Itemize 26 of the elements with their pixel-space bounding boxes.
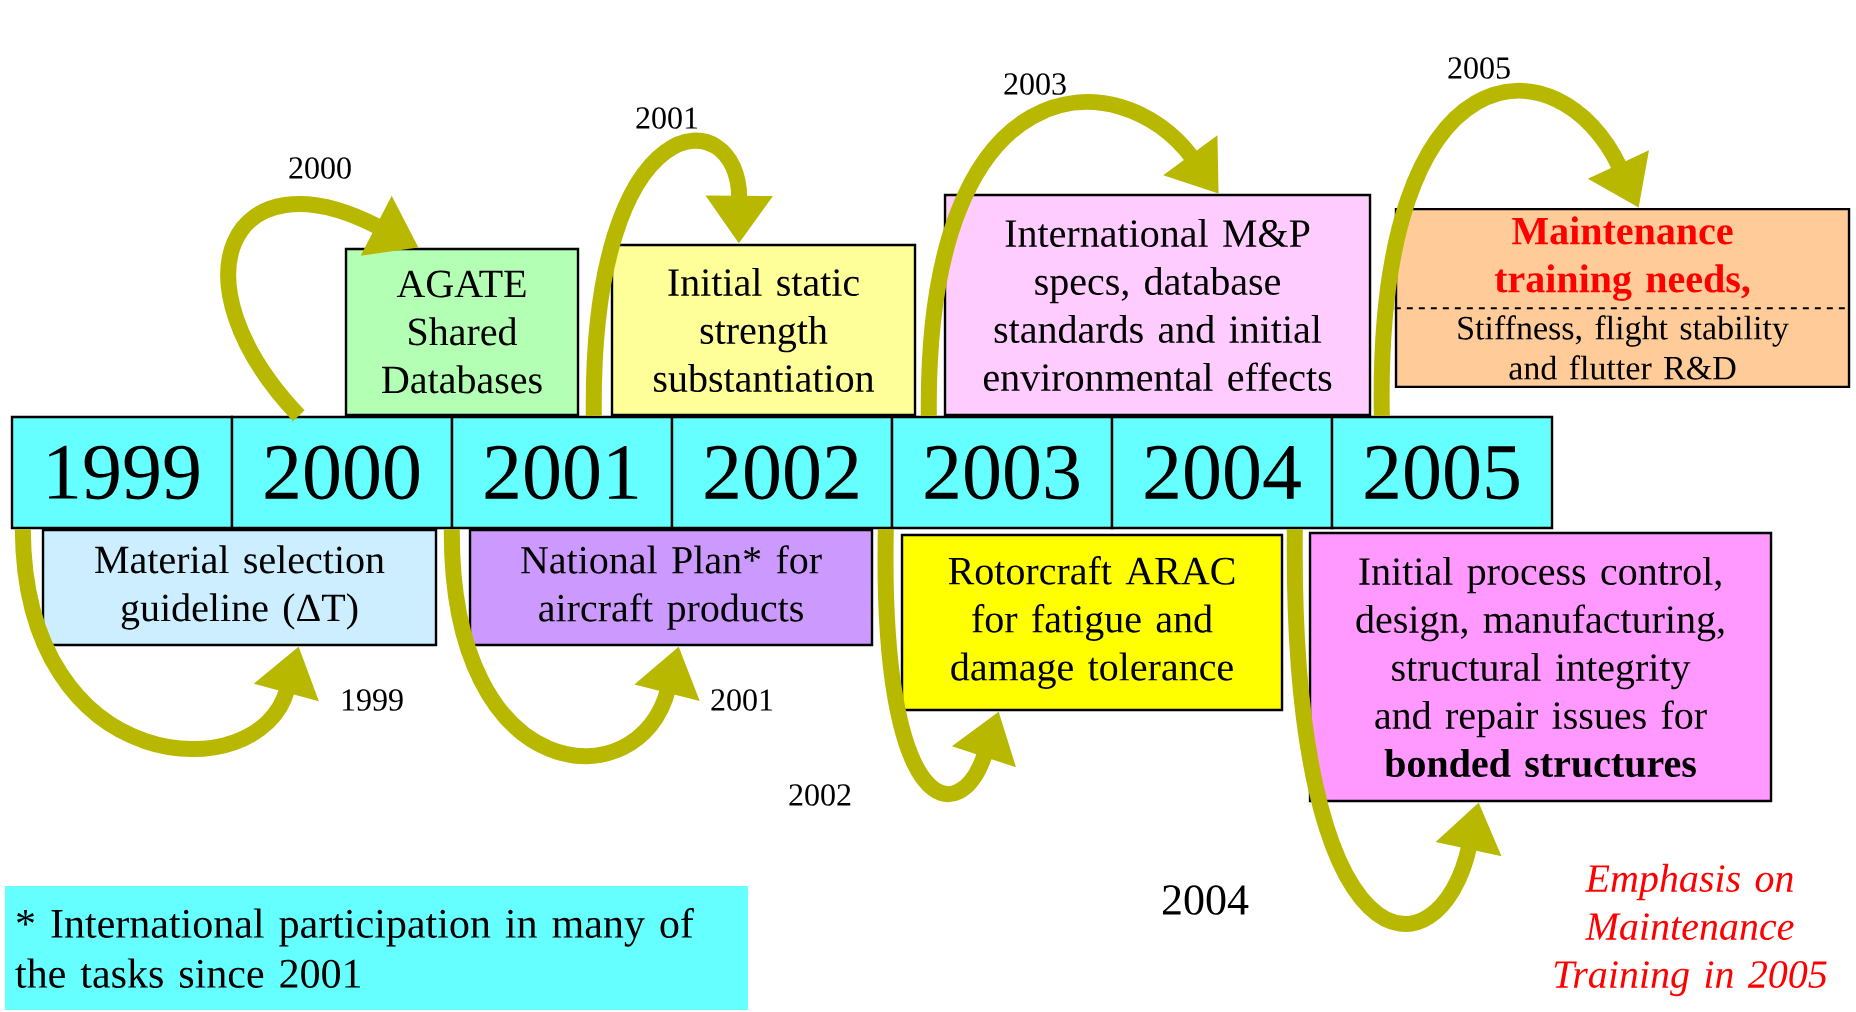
year-cell: 1999 [10,415,234,530]
note-text: Emphasis on Maintenance Training in 2005 [1554,863,1827,997]
task-box: AGATE Shared Databases [344,247,580,417]
edge-label: 2000 [289,157,351,179]
task-box: Material selection guideline (ΔT) [41,528,438,647]
year-cell: 2003 [890,415,1114,530]
year-cell: 2002 [670,415,894,530]
footnote-box: * International participation in many of the tasks since 2001 [5,886,748,1010]
task-box: Initial process control, design, manufacturing, structural integrity and repair issues for bonded structures [1308,531,1773,803]
task-box: International M&P specs, database standards and initial environmental effects [943,193,1372,417]
year-cell: 2000 [230,415,454,530]
task-box: Maintenance training needs, Stiffness, flight stability and flutter R&D [1394,207,1851,389]
year-cell: 2001 [450,415,674,530]
edge-label: 1999 [342,689,403,711]
edge-label: 2005 [1448,57,1510,79]
year-cell: 2004 [1110,415,1334,530]
edge-label: 2002 [789,784,851,806]
edge-label: 2001 [636,107,698,129]
task-box: Initial static strength substantiation [610,243,917,417]
edge-label: 2003 [1004,73,1066,95]
curved-arrow [920,94,1219,417]
task-box: National Plan* for aircraft products [468,528,874,647]
edge-label: 2004 [1162,885,1249,915]
year-cell: 2005 [1330,415,1554,530]
task-box: Rotorcraft ARAC for fatigue and damage tolerance [900,533,1284,712]
edge-label: 2001 [711,689,773,711]
